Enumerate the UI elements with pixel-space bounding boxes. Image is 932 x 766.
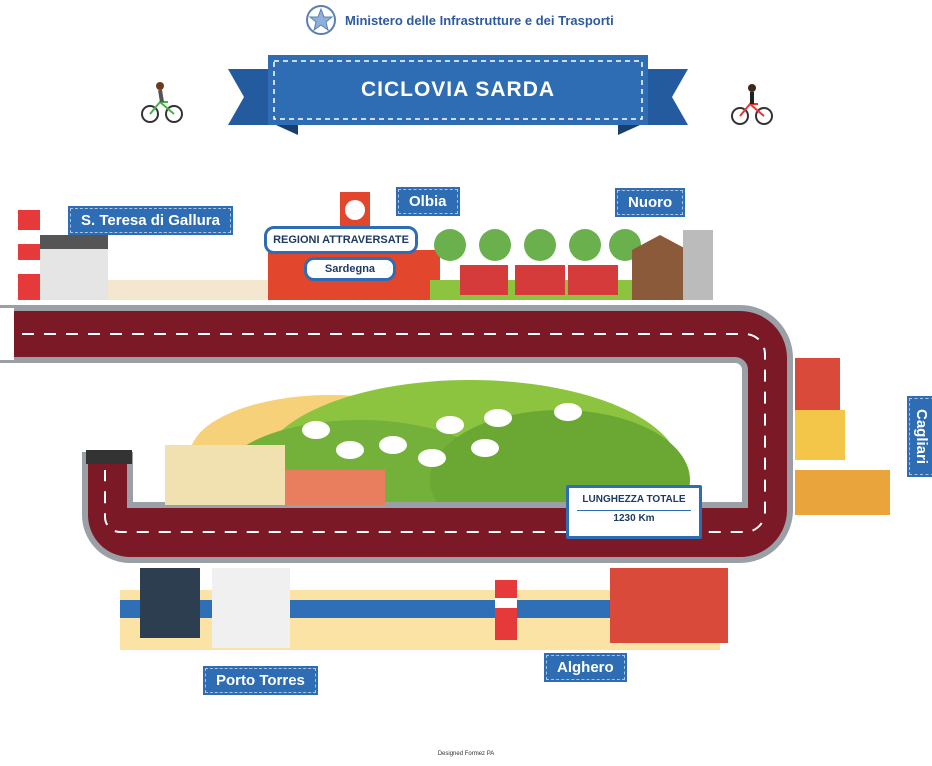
regions-label: REGIONI ATTRAVERSATE — [264, 226, 418, 254]
city-label-alghero: Alghero — [544, 653, 627, 682]
regions-value: Sardegna — [304, 257, 396, 281]
length-box: LUNGHEZZA TOTALE 1230 Km — [566, 485, 702, 539]
footer-credit: Designed Formez PA — [437, 751, 495, 757]
city-label-s-teresa: S. Teresa di Gallura — [68, 206, 233, 235]
city-label-cagliari: Cagliari — [908, 391, 932, 482]
ministry-title: Ministero delle Infrastrutture e dei Tra… — [345, 13, 614, 28]
city-label-olbia: Olbia — [396, 187, 460, 216]
city-label-nuoro: Nuoro — [614, 188, 686, 217]
length-label: LUNGHEZZA TOTALE — [582, 494, 686, 505]
cyclist-icon — [141, 82, 183, 123]
city-label-porto-torres: Porto Torres — [203, 666, 318, 695]
route-scene — [0, 192, 890, 650]
title-banner — [228, 55, 688, 135]
length-value: 1230 Km — [613, 513, 655, 524]
cyclist-icon — [731, 84, 773, 125]
banner-title: CICLOVIA SARDA — [360, 78, 556, 101]
ministry-emblem-icon — [305, 3, 337, 37]
